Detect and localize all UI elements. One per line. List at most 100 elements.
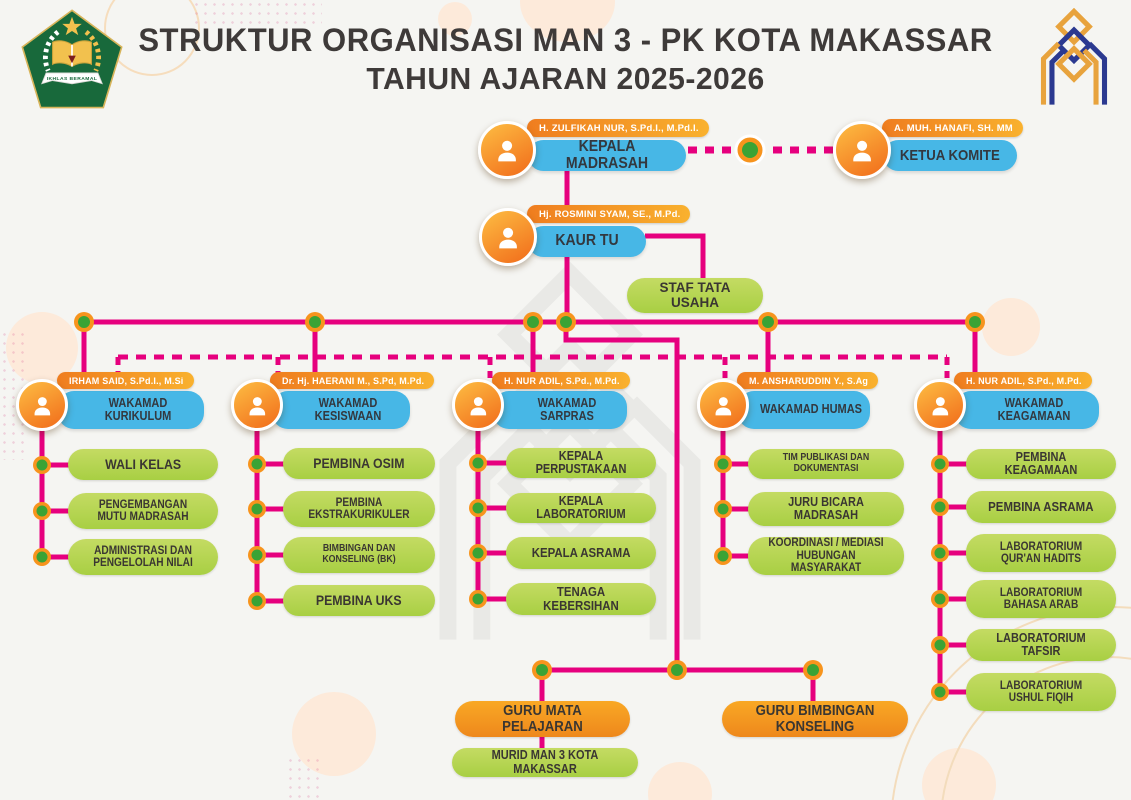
org-item: KEPALA PERPUSTAKAAN [506,448,656,478]
wakamad-kesiswaan-name-tag: Dr. Hj. HAERANI M., S.Pd, M.Pd. [270,372,435,389]
org-item-label: PENGEMBANGAN MUTU MADRASAH [97,498,189,523]
wakamad-kurikulum-title-label: WAKAMAD KURIKULUM [104,395,172,423]
wakamad-kurikulum-name-tag: IRHAM SAID, S.Pd.I., M.Si [57,372,194,389]
org-item-label: TIM PUBLIKASI DAN DOKUMENTASI [782,452,870,474]
org-item-label: PEMBINA OSIM [313,454,405,471]
decor-blob [982,298,1040,356]
ketua-komite-name-tag: A. MUH. HANAFI, SH. MM [882,119,1023,137]
person-icon [853,140,871,162]
org-item: KOORDINASI / MEDIASI HUBUNGAN MASYARAKAT [748,537,904,575]
org-item-label: PEMBINA UKS [316,591,402,608]
wakamad-sarpras-person-icon [452,379,504,431]
wakamad-kurikulum-title-bar: WAKAMAD KURIKULUM [58,391,204,429]
murid-label: MURID MAN 3 KOTA MAKASSAR [491,748,599,776]
org-item: PEMBINA UKS [283,585,435,616]
wakamad-keagamaan-name-tag: H. NUR ADIL, S.Pd., M.Pd. [954,372,1092,389]
person-icon [932,396,948,415]
org-item: LABORATORIUM QUR'AN HADITS [966,534,1116,572]
org-item: TENAGA KEBERSIHAN [506,583,656,615]
org-item: TIM PUBLIKASI DAN DOKUMENTASI [748,449,904,479]
org-item: JURU BICARA MADRASAH [748,492,904,526]
org-item-label: LABORATORIUM BAHASA ARAB [999,586,1083,611]
guru-mata-pelajaran-label: GURU MATA PELAJARAN [502,701,583,735]
decor-blob [292,692,376,776]
ketua-komite-title-bar: KETUA KOMITE [883,140,1017,171]
org-item-label: TENAGA KEBERSIHAN [543,583,619,613]
decor-dot-grid [286,756,324,798]
org-item: PEMBINA OSIM [283,448,435,479]
wakamad-sarpras-title-bar: WAKAMAD SARPRAS [493,391,627,429]
kepala-madrasah-title-bar: KEPALA MADRASAH [528,137,686,172]
org-item: WALI KELAS [68,449,218,480]
org-item: PEMBINA EKSTRAKURIKULER [283,491,435,527]
wakamad-kesiswaan-title-label: WAKAMAD KESISWAAN [314,395,382,423]
kepala-madrasah-title-label: KEPALA MADRASAH [565,137,649,172]
ketua-komite-person-icon [833,121,891,179]
org-item: BIMBINGAN DAN KONSELING (BK) [283,537,435,573]
page-title: STRUKTUR ORGANISASI MAN 3 - PK KOTA MAKA… [0,20,1131,97]
wakamad-keagamaan-title-label: WAKAMAD KEAGAMAAN [997,395,1071,423]
org-item-label: KEPALA LABORATORIUM [536,493,626,521]
wakamad-humas-title-label: WAKAMAD HUMAS [759,402,863,417]
title-line-1: STRUKTUR ORGANISASI MAN 3 - PK KOTA MAKA… [138,22,993,58]
org-item: KEPALA ASRAMA [506,537,656,569]
person-icon [499,227,517,249]
wakamad-humas-title-bar: WAKAMAD HUMAS [738,391,870,429]
org-item-label: KEPALA PERPUSTAKAAN [535,448,627,476]
person-icon [498,140,516,162]
org-item-label: PEMBINA EKSTRAKURIKULER [308,496,410,521]
kaur-tu-name-tag: Hj. ROSMINI SYAM, SE., M.Pd. [527,205,691,223]
kemenag-logo: IKHLAS BERAMAL [21,9,123,109]
wakamad-humas-name-tag: M. ANSHARUDDIN Y., S.Ag [737,372,879,389]
kemenag-banner-text: IKHLAS BERAMAL [47,76,98,82]
org-item: PEMBINA KEAGAMAAN [966,449,1116,479]
person-icon [34,396,50,415]
kaur-tu-person-icon [479,208,537,266]
wakamad-keagamaan-person-icon [914,379,966,431]
org-item: PEMBINA ASRAMA [966,491,1116,523]
kepala-madrasah-name-tag: H. ZULFIKAH NUR, S.Pd.I., M.Pd.I. [527,119,709,137]
org-item: LABORATORIUM USHUL FIQIH [966,673,1116,711]
staf-tata-usaha-label: STAF TATA USAHA [659,279,731,310]
wakamad-kesiswaan-person-icon [231,379,283,431]
wakamad-kurikulum-person-icon [16,379,68,431]
org-item-label: ADMINISTRASI DAN PENGELOLAH NILAI [93,544,193,569]
org-item-label: PEMBINA ASRAMA [988,498,1094,514]
kepala-madrasah-person-icon [478,121,536,179]
person-icon [249,396,265,415]
org-item-label: LABORATORIUM USHUL FIQIH [999,679,1083,704]
junction-dots [33,134,985,701]
decor-blob [438,2,472,36]
org-item-label: BIMBINGAN DAN KONSELING (BK) [322,543,396,565]
kaur-tu-title-bar: KAUR TU [528,226,646,257]
org-item: PENGEMBANGAN MUTU MADRASAH [68,493,218,529]
org-item-label: LABORATORIUM TAFSIR [996,630,1086,658]
wakamad-keagamaan-title-bar: WAKAMAD KEAGAMAAN [955,391,1099,429]
org-item-label: PEMBINA KEAGAMAAN [1004,449,1078,477]
org-item-label: WALI KELAS [105,455,181,472]
person-icon [715,396,731,415]
org-item-label: JURU BICARA MADRASAH [788,494,864,522]
org-item-label: KOORDINASI / MEDIASI HUBUNGAN MASYARAKAT [768,537,884,575]
wakamad-humas-person-icon [697,379,749,431]
ketua-komite-title-label: KETUA KOMITE [900,146,1000,164]
guru-bimbingan-konseling-label: GURU BIMBINGAN KONSELING [755,701,875,735]
decor-dot-grid [192,0,322,26]
murid-pill: MURID MAN 3 KOTA MAKASSAR [452,748,638,777]
org-item: LABORATORIUM BAHASA ARAB [966,580,1116,618]
org-item: LABORATORIUM TAFSIR [966,629,1116,661]
wakamad-sarpras-name-tag: H. NUR ADIL, S.Pd., M.Pd. [492,372,630,389]
org-item-label: KEPALA ASRAMA [531,544,631,560]
guru-mata-pelajaran-pill: GURU MATA PELAJARAN [455,701,630,737]
guru-bimbingan-konseling-pill: GURU BIMBINGAN KONSELING [722,701,908,737]
wakamad-kesiswaan-title-bar: WAKAMAD KESISWAAN [272,391,410,429]
org-item: ADMINISTRASI DAN PENGELOLAH NILAI [68,539,218,575]
person-icon [470,396,486,415]
org-item-label: LABORATORIUM QUR'AN HADITS [999,540,1083,565]
wakamad-sarpras-title-label: WAKAMAD SARPRAS [537,395,597,423]
kaur-tu-title-label: KAUR TU [555,232,619,250]
org-item: KEPALA LABORATORIUM [506,493,656,523]
title-line-2: TAHUN AJARAN 2025-2026 [366,61,765,96]
